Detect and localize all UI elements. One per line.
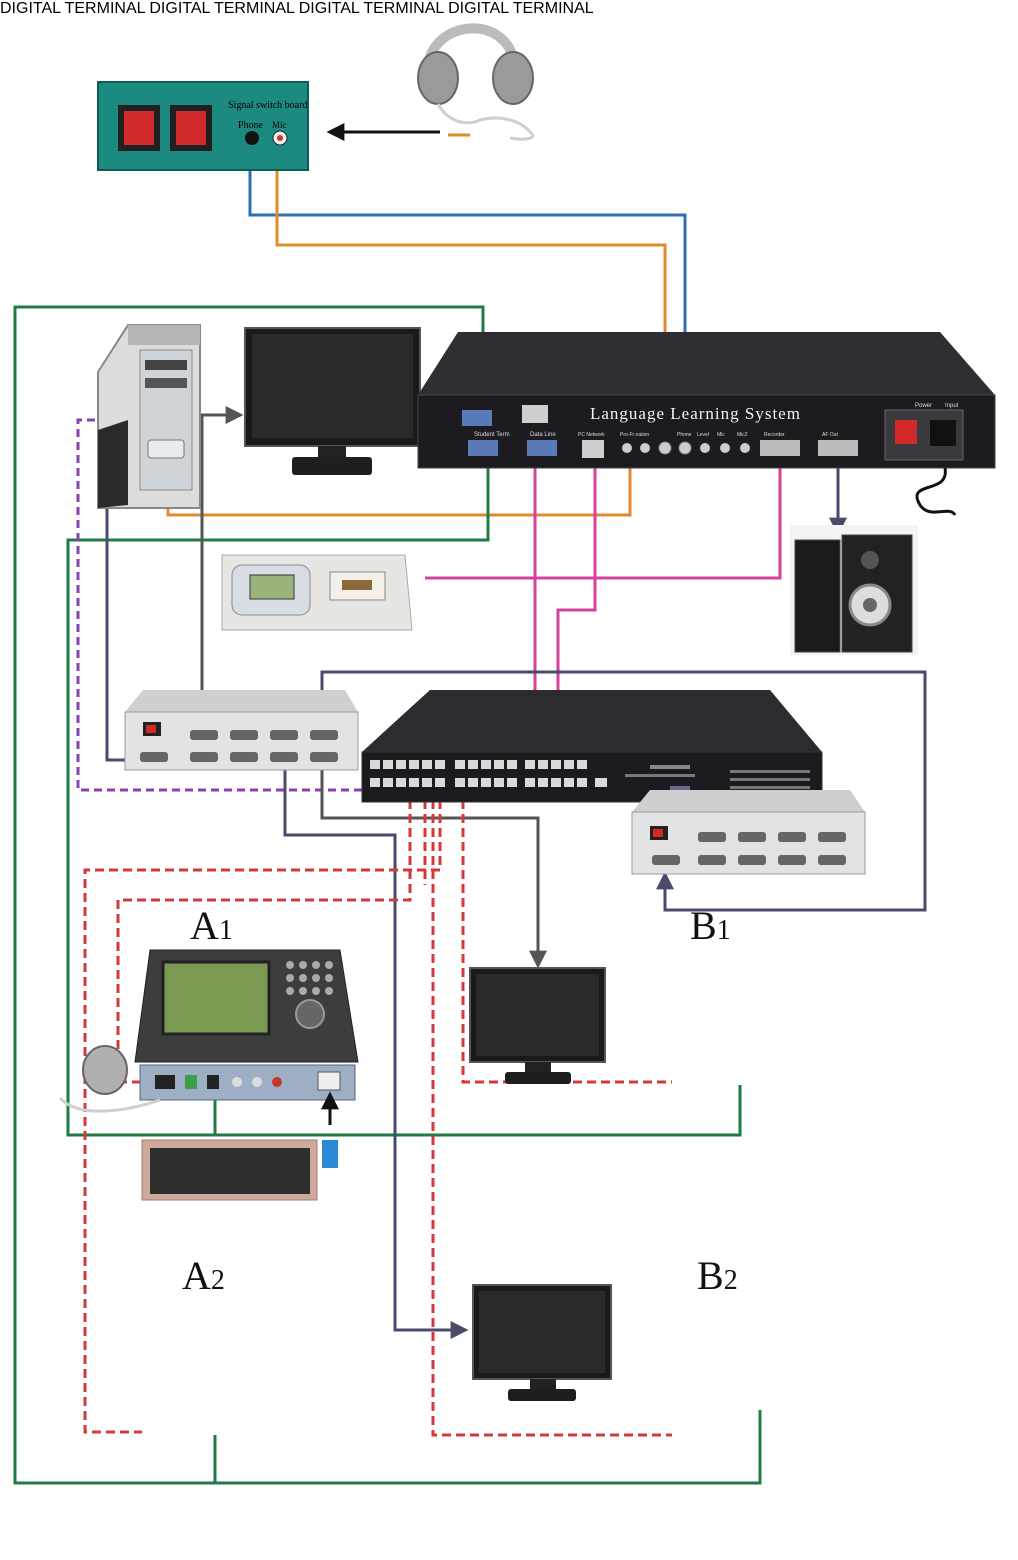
lls-input-label: Input bbox=[945, 403, 959, 409]
terminal-label-b2: DIGITAL TERMINAL bbox=[448, 0, 594, 17]
network-inner-loop bbox=[66, 455, 742, 1137]
lls-port-mic: Mic bbox=[717, 432, 725, 438]
switch-board-title: Signal switch board bbox=[228, 100, 307, 111]
network-switch bbox=[361, 690, 823, 803]
headset-icon bbox=[417, 23, 534, 141]
teacher-network-wire bbox=[76, 418, 380, 792]
terminal-label-b1: DIGITAL TERMINAL bbox=[149, 0, 295, 17]
lls-port-recorder: Recorder bbox=[764, 432, 785, 438]
terminal-label-a2: DIGITAL TERMINAL bbox=[298, 0, 444, 17]
lls-power-label: Power bbox=[915, 403, 932, 409]
lls-port-phone: Phone bbox=[677, 432, 692, 438]
lls-port-pc: PC Network bbox=[578, 432, 605, 438]
vga-loop-b bbox=[320, 670, 927, 912]
vga-wire-b1 bbox=[320, 760, 547, 969]
student-line-a1 bbox=[116, 800, 412, 1084]
lls-port-pro: Pro-Fr nation bbox=[620, 432, 649, 438]
lls-port-mic2: Mic2 bbox=[737, 432, 748, 438]
lls-port-data: Data Line bbox=[530, 432, 556, 438]
student-line-b1 bbox=[461, 800, 672, 1084]
student-line-b2 bbox=[431, 800, 672, 1437]
vga-splitter-right bbox=[631, 790, 866, 875]
phone-label: Phone bbox=[238, 120, 264, 131]
lls-title: Language Learning System bbox=[590, 404, 801, 423]
phone-wire bbox=[248, 140, 687, 445]
lls-port-afout: AF Out bbox=[822, 432, 838, 438]
station-label-a2: A2 bbox=[182, 1253, 225, 1298]
monitor-bottom bbox=[472, 1284, 612, 1401]
mic-label: Mic bbox=[272, 120, 287, 130]
teacher-monitor bbox=[244, 327, 421, 475]
language-learning-system bbox=[417, 332, 996, 517]
lls-port-student: Student Term bbox=[474, 432, 510, 438]
vga-wire-a2 bbox=[283, 760, 469, 1339]
recorder-line bbox=[425, 450, 782, 580]
student-line-a2 bbox=[83, 800, 442, 1434]
signal-switch-board bbox=[97, 81, 309, 171]
vga-splitter-left bbox=[124, 690, 359, 771]
recorder-device bbox=[221, 554, 413, 631]
terminal-station-a1 bbox=[58, 949, 359, 1201]
network-outer-loop bbox=[13, 305, 762, 1485]
station-label-a1: A1 bbox=[190, 903, 233, 948]
station-label-b1: B1 bbox=[690, 903, 731, 948]
lls-port-level: Level bbox=[697, 432, 709, 438]
pc-tower bbox=[97, 324, 201, 509]
terminal-label-a1: DIGITAL TERMINAL bbox=[0, 0, 145, 17]
station-label-b2: B2 bbox=[697, 1253, 738, 1298]
speakers bbox=[790, 525, 918, 655]
monitor-mid bbox=[469, 967, 606, 1084]
